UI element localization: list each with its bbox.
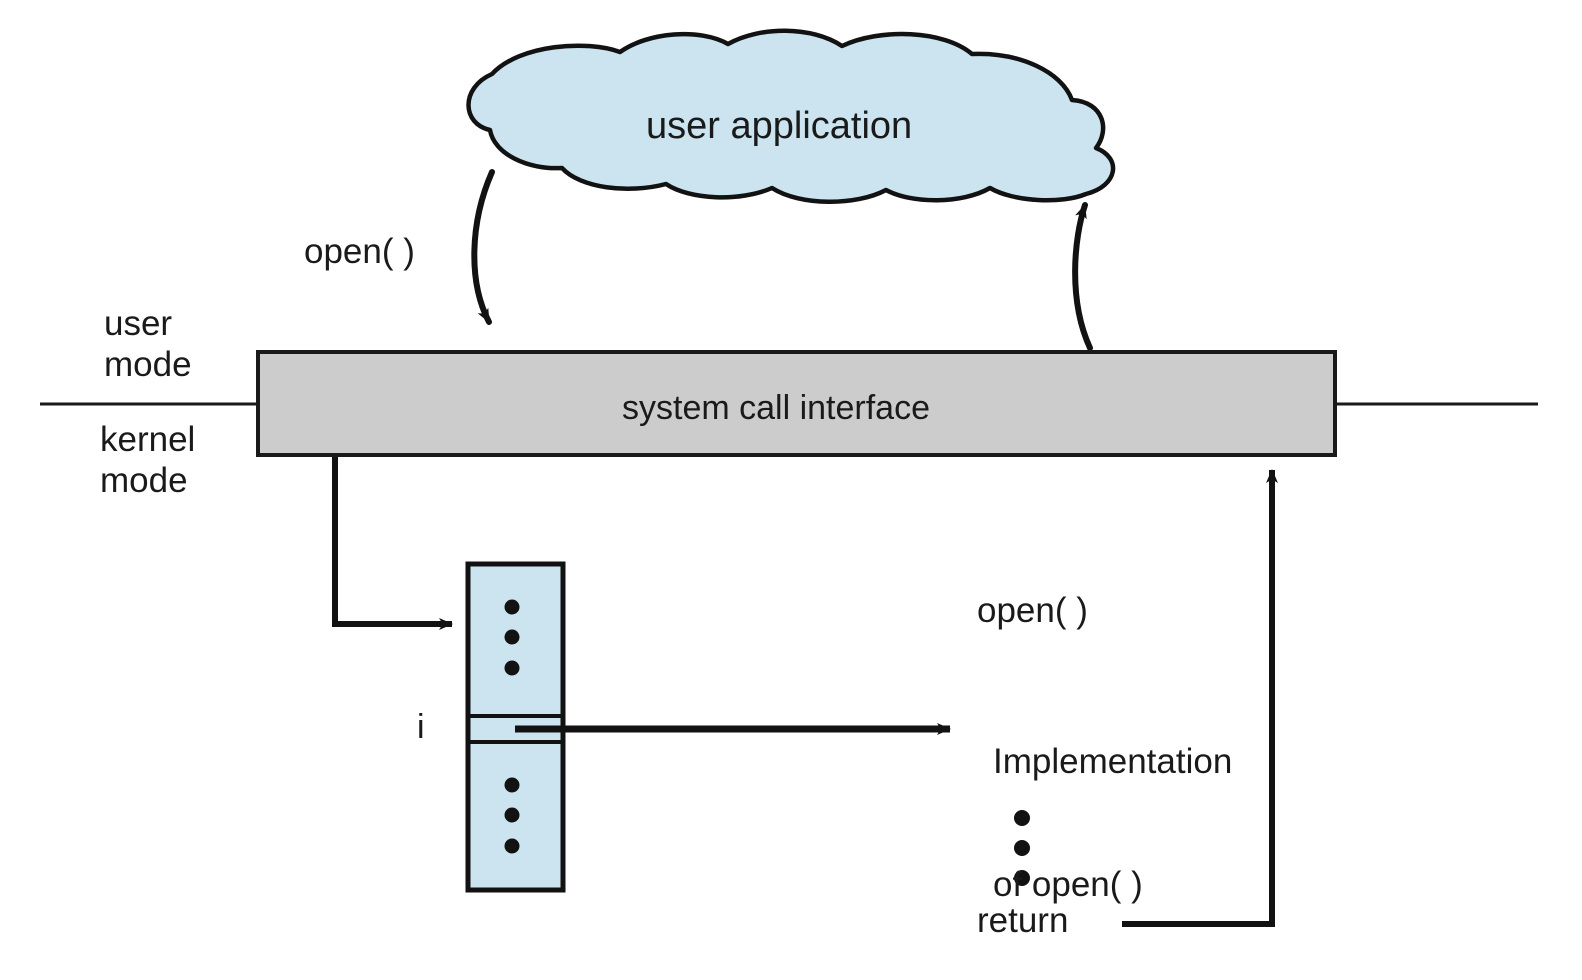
implementation-text: Implementation of open( ) system call <box>993 658 1232 980</box>
open-call-arrow <box>471 169 495 325</box>
implementation-line-2: of open( ) <box>993 865 1143 905</box>
system-call-interface-bar <box>256 350 1337 457</box>
cloud-shape <box>466 28 1116 204</box>
dispatch-to-table-arrow <box>332 457 453 630</box>
table-index-label: i <box>417 708 425 746</box>
table-dot-above-3 <box>504 660 520 676</box>
implementation-ellipsis <box>1014 810 1030 886</box>
open-call-label: open( ) <box>304 232 415 271</box>
user-application-cloud <box>466 28 1116 204</box>
impl-dot-2 <box>1014 840 1030 856</box>
table-dot-below-3 <box>504 838 520 854</box>
return-label: return <box>977 901 1069 940</box>
table-dot-above-1 <box>504 599 520 615</box>
cloud-label: user application <box>646 105 913 147</box>
return-to-interface-arrow <box>1122 469 1278 927</box>
table-dot-below-2 <box>504 807 520 823</box>
table-dot-below-1 <box>504 777 520 793</box>
system-call-interface-label: system call interface <box>622 389 930 427</box>
return-to-application-arrow <box>1072 202 1093 351</box>
impl-dot-3 <box>1014 870 1030 886</box>
impl-dot-1 <box>1014 810 1030 826</box>
kernel-mode-label: kernel mode <box>100 420 196 501</box>
user-mode-label: user mode <box>104 304 192 385</box>
table-dot-above-2 <box>504 629 520 645</box>
kernel-open-label: open( ) <box>977 591 1088 630</box>
implementation-line-1: Implementation <box>993 741 1233 781</box>
